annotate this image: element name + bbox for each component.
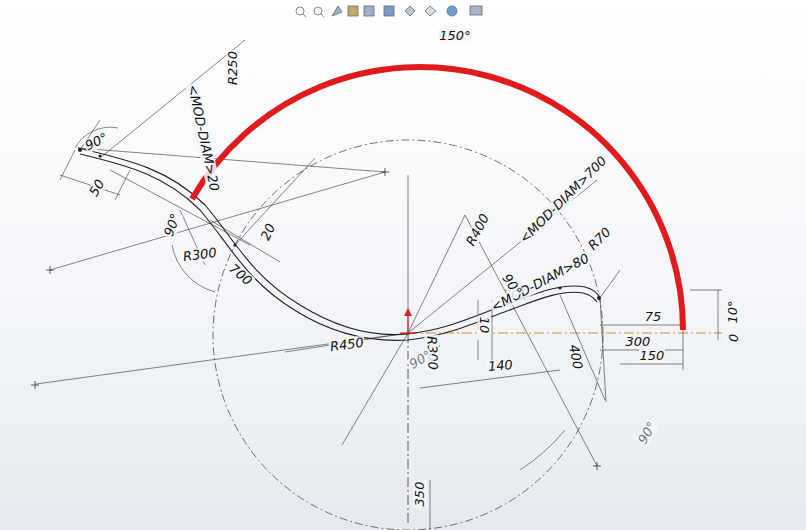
dimension-label: 10: [477, 316, 491, 335]
dimension-label: R450: [328, 336, 365, 355]
dimension-label: 700: [225, 261, 255, 289]
toolbar-icons: [296, 6, 482, 17]
dimension-label: 20: [258, 221, 279, 244]
dimension-label: 10°: [726, 299, 740, 324]
dimension-label: 300: [625, 335, 652, 349]
dimension-label: R70: [585, 224, 614, 253]
dimension-label: R400: [463, 211, 492, 249]
dimension-label: 150: [639, 349, 666, 363]
dimension-label: 400: [566, 343, 584, 372]
dimension-label: 0: [726, 333, 740, 343]
dimension-label: 75: [644, 310, 663, 324]
dimension-label: 350: [413, 481, 427, 508]
dimension-label: 50: [86, 176, 107, 199]
dimension-label: 90°: [162, 211, 184, 239]
dimension-label: 140: [486, 358, 514, 374]
angle-arc: [192, 67, 683, 330]
dimension-label: R250: [226, 50, 240, 86]
dimension-label: 150°: [438, 29, 471, 43]
dimension-label: 90°: [636, 419, 661, 448]
origin-marker: [400, 308, 416, 333]
dimension-label: R300: [181, 246, 218, 265]
